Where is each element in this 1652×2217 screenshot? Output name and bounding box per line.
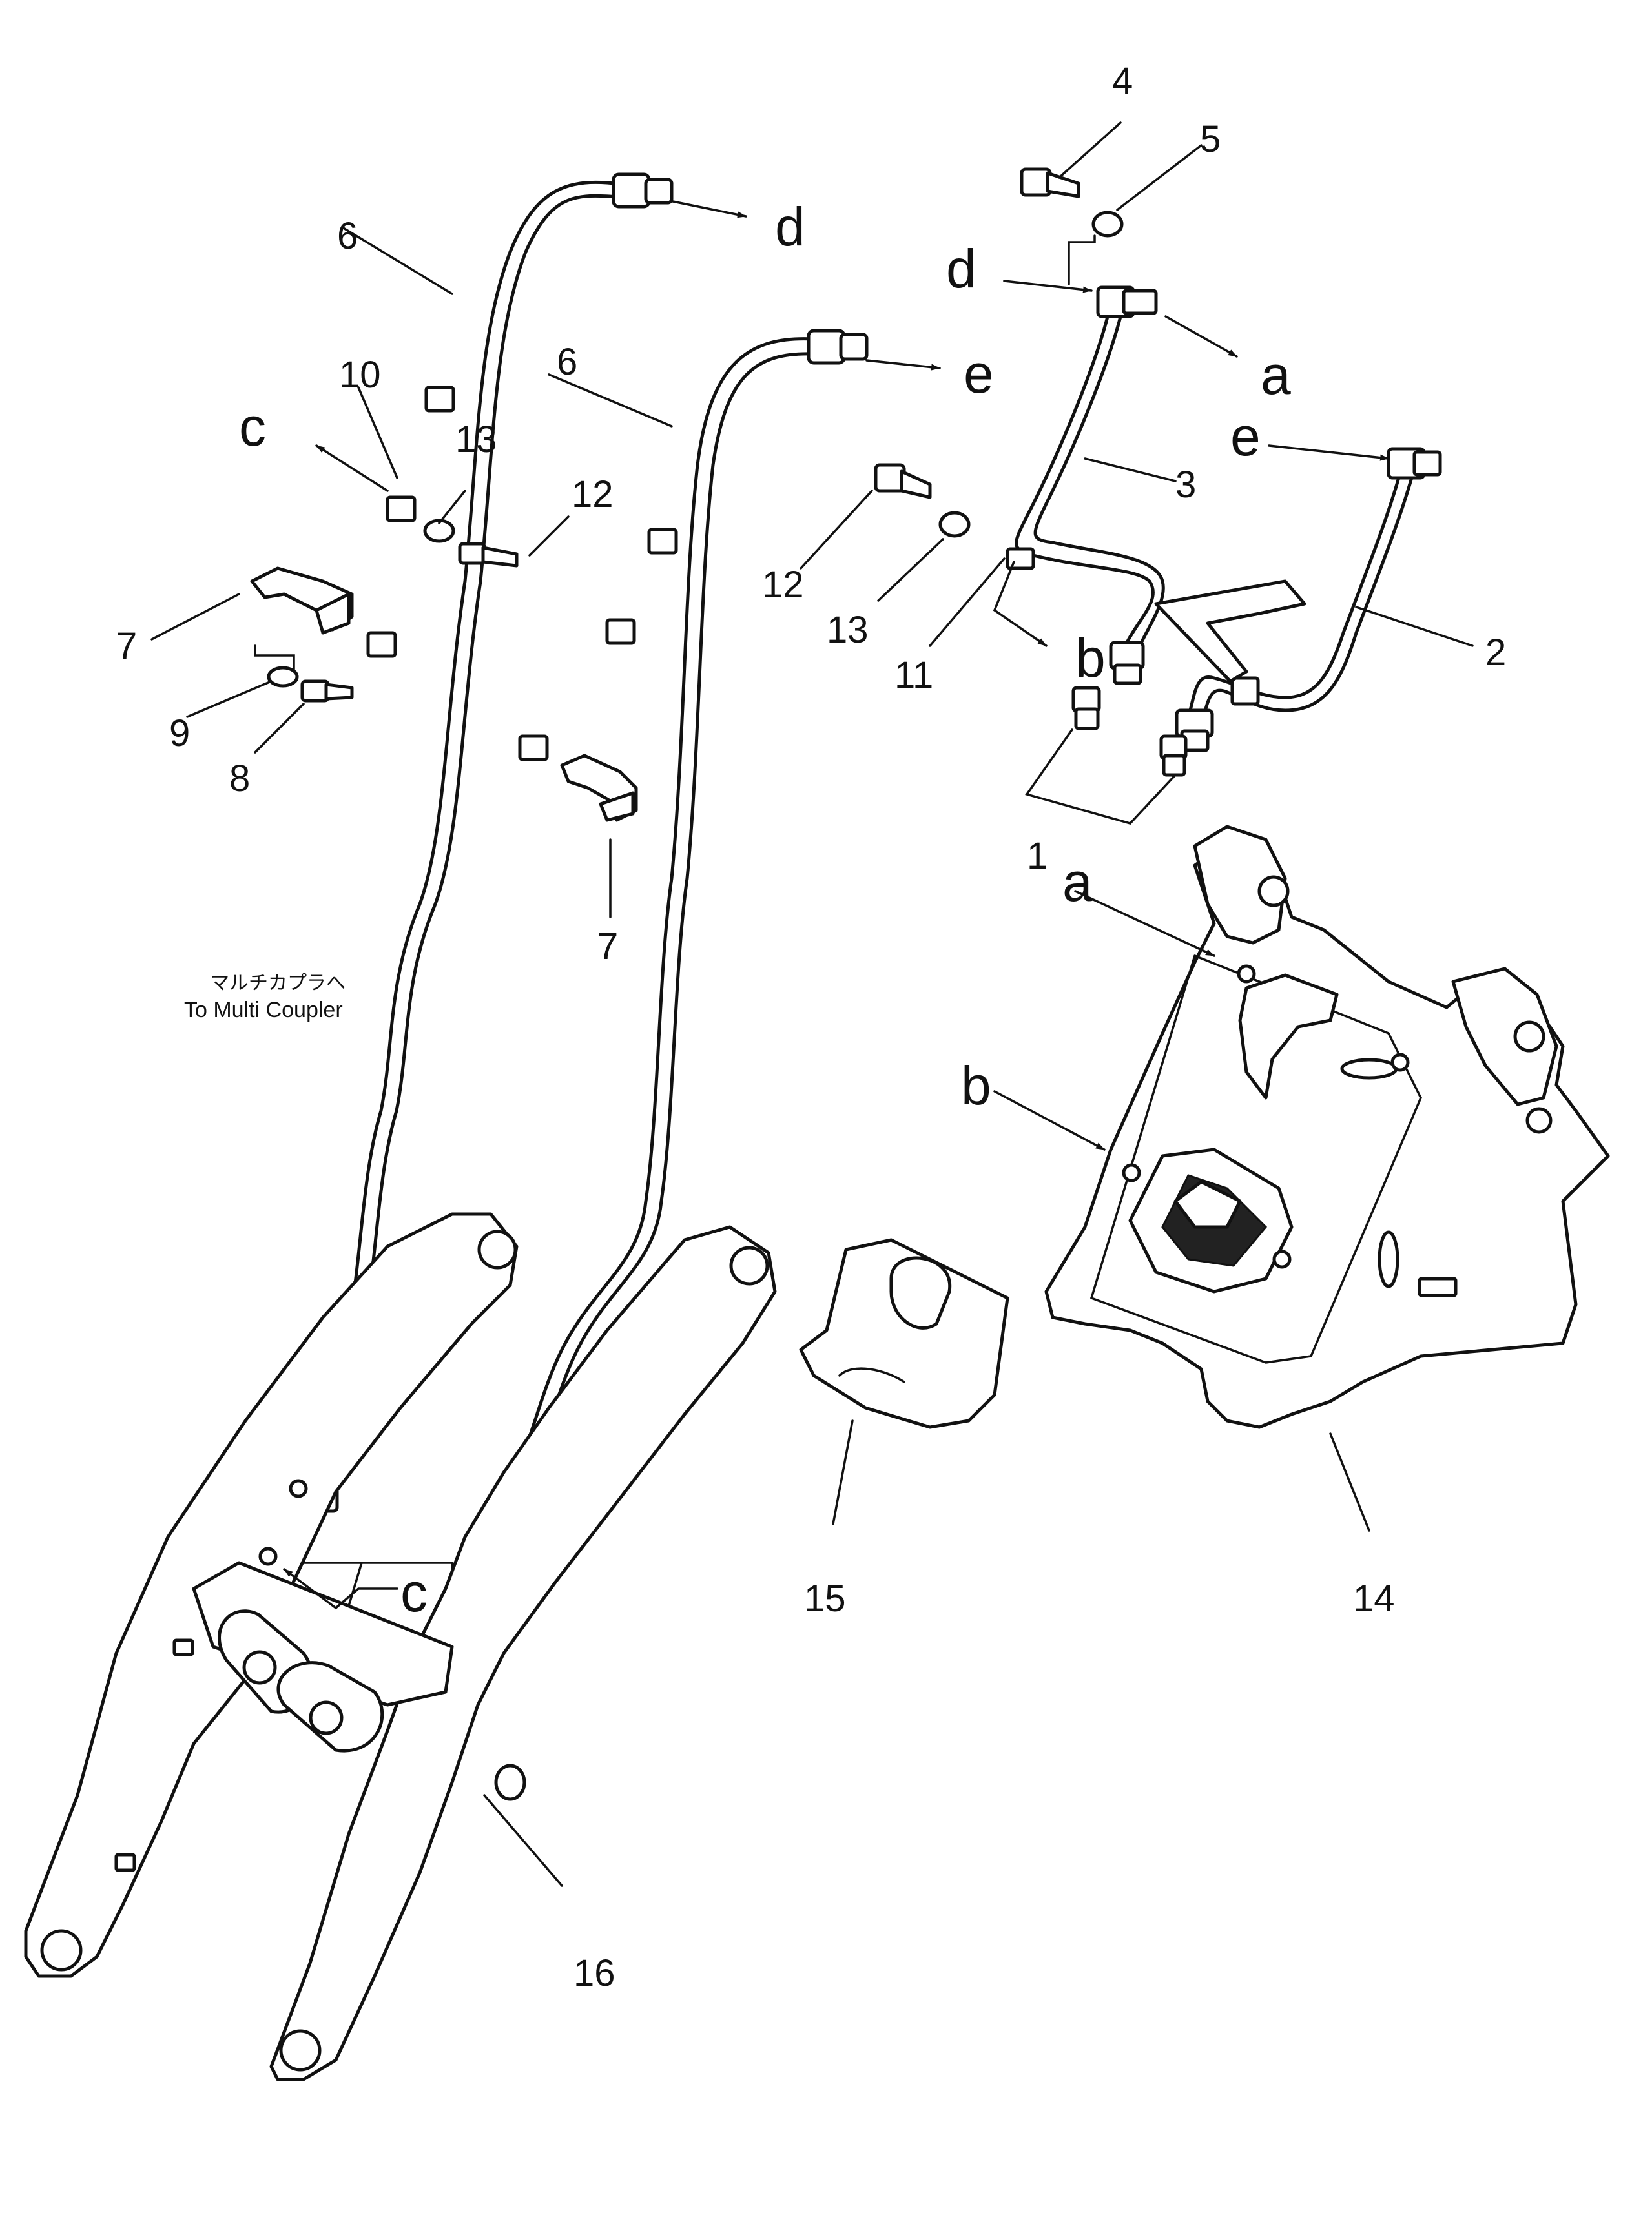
- washer-9: [267, 666, 299, 688]
- callout-3: 3: [1175, 464, 1196, 506]
- fittings-1: [1071, 686, 1188, 777]
- callout-1: 1: [1027, 835, 1048, 877]
- cross-tube: [114, 1479, 454, 1872]
- loader-frame: [1044, 825, 1610, 1429]
- callout-11: 11: [894, 654, 933, 696]
- letter-c-out: c: [239, 397, 266, 457]
- letter-c-in: c: [400, 1562, 428, 1623]
- callout-13-left: 13: [455, 418, 497, 460]
- letter-a-out: a: [1261, 345, 1291, 406]
- bolt-12-left: [458, 542, 519, 568]
- letter-e-out: e: [964, 344, 994, 404]
- callout-12-right: 12: [762, 564, 804, 606]
- connection-labels: d e d a e b c a b c: [239, 196, 1291, 1623]
- tube-2: [1175, 447, 1442, 752]
- washer-5: [1091, 211, 1124, 238]
- letter-b-in: b: [961, 1055, 991, 1116]
- callout-labels: 1 2 3 4 5 6 6 7 7 8 9 10 11 12 12 13 13 …: [116, 60, 1506, 1994]
- callout-13-right: 13: [827, 609, 869, 651]
- note-english: To Multi Coupler: [184, 998, 343, 1022]
- bolt-4: [1020, 167, 1080, 198]
- multi-coupler-note: マルチカプラへ To Multi Coupler: [184, 972, 346, 1022]
- letter-e-in: e: [1230, 406, 1261, 467]
- tube-bracket: [1154, 579, 1306, 683]
- cover-plate: [799, 1238, 1009, 1429]
- callout-4: 4: [1112, 60, 1133, 102]
- bracket-upper: [250, 566, 354, 635]
- letter-b-out: b: [1075, 628, 1106, 688]
- leader-lines: [150, 121, 1474, 1887]
- callout-15: 15: [804, 1578, 846, 1620]
- callout-16: 16: [573, 1952, 615, 1994]
- callout-7-lower: 7: [597, 925, 618, 967]
- lift-arm-right: [269, 1225, 777, 2081]
- note-japanese: マルチカプラへ: [210, 972, 346, 995]
- washer-13-right: [938, 511, 971, 538]
- bracket-lower: [560, 754, 638, 822]
- callout-10: 10: [339, 354, 381, 396]
- callout-6-middle: 6: [557, 341, 577, 383]
- callout-5: 5: [1200, 118, 1221, 160]
- callout-12-left: 12: [572, 473, 614, 515]
- callout-14: 14: [1353, 1578, 1395, 1620]
- letter-d-out: d: [775, 196, 805, 257]
- callout-6-left: 6: [337, 215, 358, 257]
- washer-13-left: [423, 519, 455, 543]
- bolt-8: [300, 679, 354, 703]
- callout-9: 9: [169, 712, 190, 754]
- hose-middle: [429, 329, 869, 1681]
- bolt-12-right: [874, 463, 932, 499]
- tube-3: [1006, 285, 1165, 685]
- letter-a-in: a: [1062, 852, 1093, 913]
- letter-d-in: d: [946, 238, 976, 299]
- callout-8: 8: [229, 758, 250, 799]
- connection-arrows: [283, 200, 1390, 1610]
- callout-7-upper: 7: [116, 625, 137, 667]
- callout-2: 2: [1485, 632, 1506, 674]
